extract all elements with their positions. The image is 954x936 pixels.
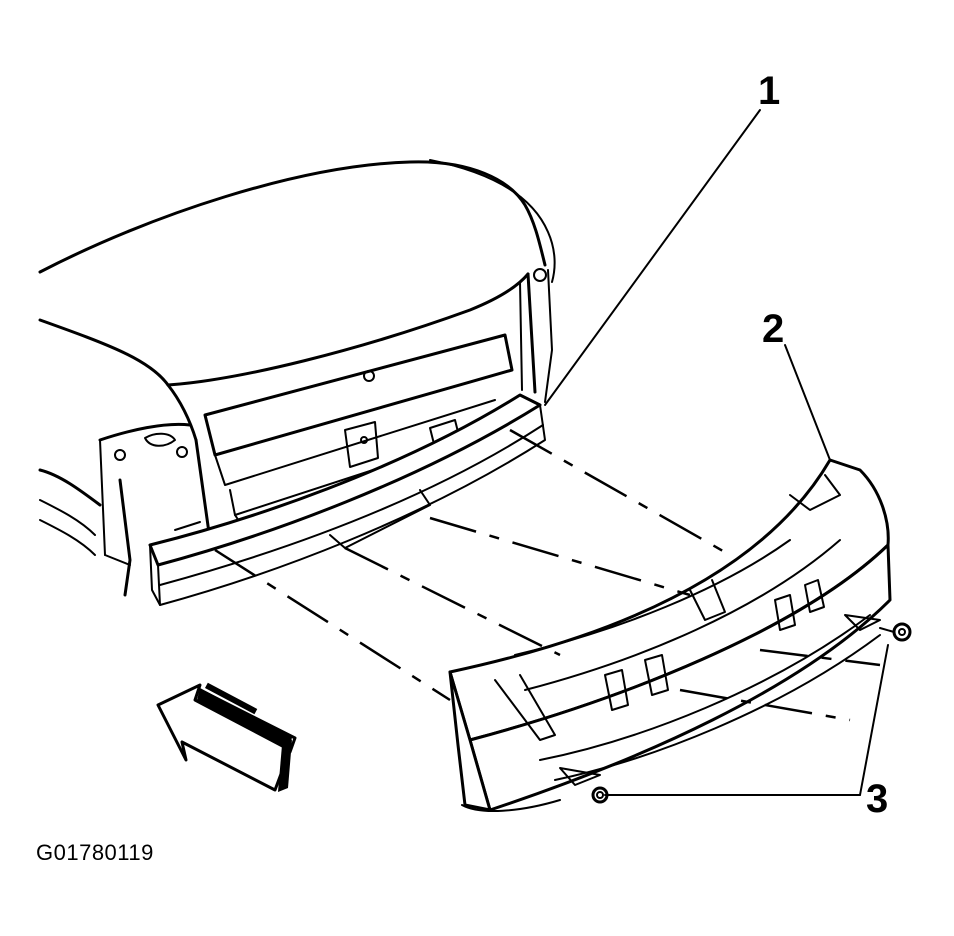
alignment-lines: [214, 428, 881, 722]
forward-arrow-icon: [156, 682, 297, 792]
callout-2: 2: [762, 307, 784, 351]
leader-lines: [544, 109, 889, 796]
bumper-reinforcement-mounted: [148, 393, 546, 606]
fasteners: [591, 622, 912, 804]
vehicle-rear-body: [38, 159, 556, 597]
energy-absorber: [448, 458, 892, 812]
figure-id: G01780119: [36, 840, 154, 865]
callout-3: 3: [866, 777, 888, 821]
callout-1: 1: [758, 69, 780, 113]
